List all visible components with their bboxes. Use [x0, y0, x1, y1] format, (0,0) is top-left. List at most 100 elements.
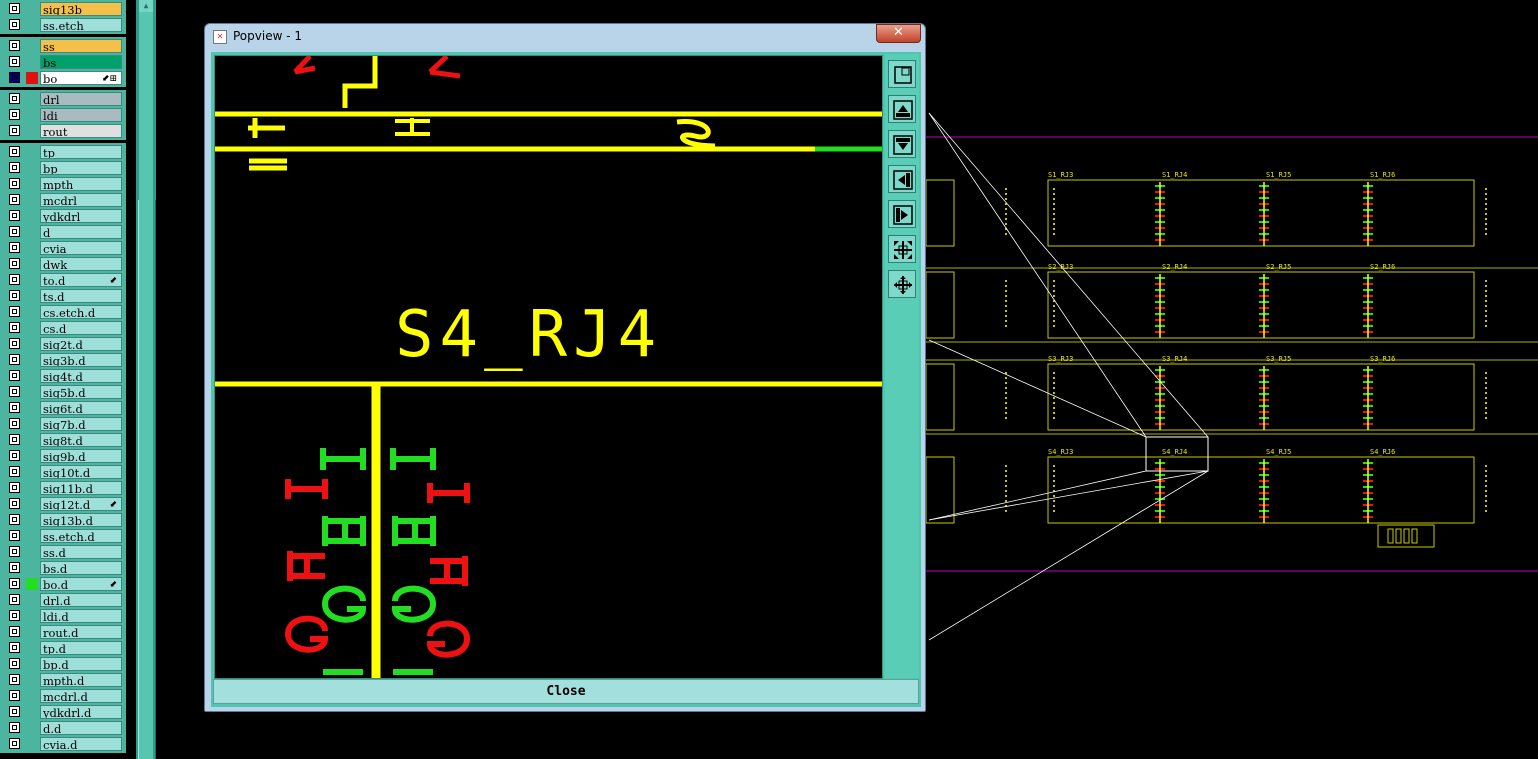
layer-visibility-checkbox[interactable] — [9, 418, 20, 429]
layer-visibility-checkbox[interactable] — [9, 274, 20, 285]
layer-row[interactable]: mcdrl — [0, 192, 126, 208]
layer-visibility-checkbox[interactable] — [9, 530, 20, 541]
layer-visibility-checkbox[interactable] — [9, 562, 20, 573]
layer-visibility-checkbox[interactable] — [9, 498, 20, 509]
layer-name[interactable]: bo⬋⊞ — [40, 71, 122, 85]
layer-visibility-checkbox[interactable] — [9, 3, 20, 14]
layer-row[interactable]: bp.d — [0, 656, 126, 672]
layer-visibility-checkbox[interactable] — [9, 322, 20, 333]
layer-visibility-checkbox[interactable] — [9, 210, 20, 221]
layer-name[interactable]: ss — [40, 39, 122, 53]
layer-visibility-checkbox[interactable] — [9, 93, 20, 104]
layer-row[interactable]: bp — [0, 160, 126, 176]
layer-row[interactable]: dwk — [0, 256, 126, 272]
layer-visibility-checkbox[interactable] — [9, 56, 20, 67]
layer-visibility-checkbox[interactable] — [9, 594, 20, 605]
layer-name[interactable]: sig6t.d — [40, 401, 122, 415]
layer-row[interactable]: to.d⬋ — [0, 272, 126, 288]
pan-up-button[interactable] — [888, 95, 916, 123]
layer-visibility-checkbox[interactable] — [9, 626, 20, 637]
layer-name[interactable]: sig12t.d⬋ — [40, 497, 122, 511]
layer-visibility-checkbox[interactable] — [9, 610, 20, 621]
layer-scrollbar[interactable]: ▲ — [136, 0, 156, 759]
layer-row[interactable]: ss.etch — [0, 17, 126, 33]
layer-row[interactable]: sig5b.d — [0, 384, 126, 400]
layer-name[interactable]: d — [40, 225, 122, 239]
layer-row[interactable]: rout — [0, 123, 126, 139]
layer-row[interactable]: cvia — [0, 240, 126, 256]
layer-name[interactable]: ydkdrl — [40, 209, 122, 223]
layer-visibility-checkbox[interactable] — [9, 370, 20, 381]
layer-row[interactable]: sig11b.d — [0, 480, 126, 496]
layer-row[interactable]: bo.d⬋ — [0, 576, 126, 592]
layer-name[interactable]: mcdrl.d — [40, 689, 122, 703]
layer-visibility-checkbox[interactable] — [9, 706, 20, 717]
layer-name[interactable]: ss.d — [40, 545, 122, 559]
dialog-titlebar[interactable]: ✕ Popview - 1 ✕ — [205, 24, 925, 50]
layer-name[interactable]: cvia.d — [40, 737, 122, 751]
layer-row[interactable]: ydkdrl — [0, 208, 126, 224]
layer-row[interactable]: mpth — [0, 176, 126, 192]
zoom-fit-button[interactable] — [888, 60, 916, 88]
layer-row[interactable]: ldi.d — [0, 608, 126, 624]
layer-visibility-checkbox[interactable] — [9, 194, 20, 205]
layer-row[interactable]: sig12t.d⬋ — [0, 496, 126, 512]
layer-name[interactable]: drl — [40, 92, 122, 106]
layer-row[interactable]: bs — [0, 54, 126, 70]
layer-row[interactable]: ss.d — [0, 544, 126, 560]
layer-row[interactable]: cvia.d — [0, 736, 126, 752]
layer-name[interactable]: mcdrl — [40, 193, 122, 207]
layer-visibility-checkbox[interactable] — [9, 658, 20, 669]
layer-name[interactable]: ldi — [40, 108, 122, 122]
layer-row[interactable]: sig4t.d — [0, 368, 126, 384]
layer-row[interactable]: mpth.d — [0, 672, 126, 688]
layer-name[interactable]: ydkdrl.d — [40, 705, 122, 719]
layer-name[interactable]: dwk — [40, 257, 122, 271]
layer-visibility-checkbox[interactable] — [9, 109, 20, 120]
layer-visibility-checkbox[interactable] — [9, 338, 20, 349]
layer-name[interactable]: tp — [40, 145, 122, 159]
layer-visibility-checkbox[interactable] — [9, 738, 20, 749]
layer-name[interactable]: rout — [40, 124, 122, 138]
layer-row[interactable]: mcdrl.d — [0, 688, 126, 704]
layer-name[interactable]: sig10t.d — [40, 465, 122, 479]
layer-row[interactable]: sig8t.d — [0, 432, 126, 448]
layer-visibility-checkbox[interactable] — [9, 306, 20, 317]
layer-visibility-checkbox[interactable] — [9, 690, 20, 701]
layer-row[interactable]: sig13b — [0, 1, 126, 17]
layer-visibility-checkbox[interactable] — [9, 578, 20, 589]
layer-row[interactable]: d.d — [0, 720, 126, 736]
layer-name[interactable]: mpth — [40, 177, 122, 191]
layer-row[interactable]: sig2t.d — [0, 336, 126, 352]
pan-left-button[interactable] — [888, 165, 916, 193]
layer-name[interactable]: bo.d⬋ — [40, 577, 122, 591]
layer-visibility-checkbox[interactable] — [9, 290, 20, 301]
layer-visibility-checkbox[interactable] — [9, 354, 20, 365]
layer-name[interactable]: ldi.d — [40, 609, 122, 623]
layer-name[interactable]: ss.etch — [40, 18, 122, 32]
zoom-canvas[interactable]: S4_RJ4 — [214, 55, 883, 679]
layer-visibility-checkbox[interactable] — [9, 546, 20, 557]
layer-row[interactable]: ldi — [0, 107, 126, 123]
layer-row[interactable]: ss.etch.d — [0, 528, 126, 544]
layer-name[interactable]: drl.d — [40, 593, 122, 607]
layer-name[interactable]: sig11b.d — [40, 481, 122, 495]
layer-visibility-checkbox[interactable] — [9, 642, 20, 653]
layer-visibility-checkbox[interactable] — [9, 258, 20, 269]
layer-row[interactable]: bo⬋⊞ — [0, 70, 126, 86]
scroll-thumb[interactable] — [138, 200, 156, 759]
layer-name[interactable]: cs.d — [40, 321, 122, 335]
layer-visibility-checkbox[interactable] — [9, 514, 20, 525]
layer-row[interactable]: cs.etch.d — [0, 304, 126, 320]
layer-visibility-checkbox[interactable] — [9, 434, 20, 445]
layer-name[interactable]: to.d⬋ — [40, 273, 122, 287]
layer-name[interactable]: sig13b — [40, 2, 122, 16]
close-button[interactable]: Close — [213, 679, 919, 704]
layer-name[interactable]: cvia — [40, 241, 122, 255]
layer-name[interactable]: bs.d — [40, 561, 122, 575]
layer-row[interactable]: sig6t.d — [0, 400, 126, 416]
layer-row[interactable]: sig13b.d — [0, 512, 126, 528]
layer-row[interactable]: ydkdrl.d — [0, 704, 126, 720]
layer-visibility-checkbox[interactable] — [9, 125, 20, 136]
